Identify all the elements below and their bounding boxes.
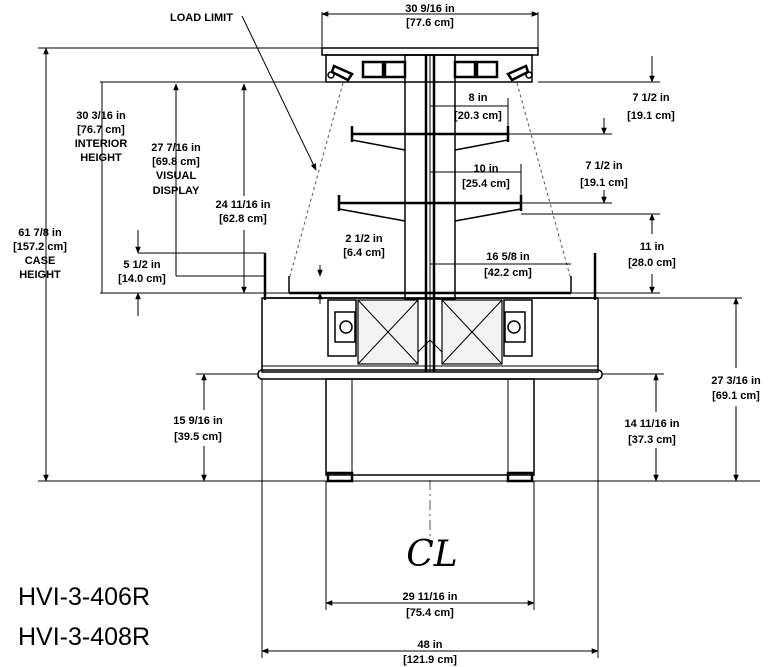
- gap-11-dim: 11 in: [640, 241, 665, 253]
- case-height-word1: CASE: [25, 255, 56, 267]
- fan-motor-right: [504, 311, 526, 343]
- canopy-bolt-right: [525, 71, 533, 79]
- height-5-dim: 5 1/2 in: [123, 259, 161, 271]
- visual-display-metric: [69.8 cm]: [152, 156, 200, 168]
- gap-11-metric: [28.0 cm]: [628, 257, 676, 269]
- visual-display-word2: DISPLAY: [153, 185, 200, 197]
- visual-limit-left: [289, 82, 344, 277]
- dimension-lines: [38, 11, 760, 658]
- canopy-lamp-left: [330, 64, 354, 82]
- canopy-light-left-2: [383, 60, 407, 79]
- interior-height-word1: INTERIOR: [75, 138, 128, 150]
- interior-height-metric: [76.7 cm]: [77, 124, 125, 136]
- canopy-top: [321, 47, 539, 56]
- visual-limit-right: [516, 82, 571, 277]
- shelf-10-metric: [25.4 cm]: [462, 178, 510, 190]
- interior-height-word2: HEIGHT: [80, 152, 122, 164]
- fan-right: [503, 299, 533, 357]
- base-14-dim: 14 11/16 in: [624, 418, 679, 430]
- middle-shelf: [337, 195, 523, 222]
- model-number-2: HVI-3-408R: [18, 623, 150, 651]
- upper-shelf: [350, 126, 510, 151]
- overall-48-metric: [121.9 cm]: [403, 654, 457, 666]
- refrigeration-section: [261, 297, 599, 373]
- base-pedestal: [325, 378, 535, 483]
- visual-display-dim: 27 7/16 in: [151, 142, 201, 154]
- display-case-body: [257, 47, 603, 540]
- canopy-light-housing: [325, 54, 533, 83]
- canopy-light-right-1: [453, 60, 477, 79]
- base-27-metric: [69.1 cm]: [712, 390, 760, 402]
- base-27-dim: 27 3/16 in: [711, 375, 761, 387]
- shelf-10-dim: 10 in: [473, 163, 498, 175]
- gap-7b-dim: 7 1/2 in: [585, 160, 623, 172]
- top-width-metric: [77.6 cm]: [406, 17, 454, 29]
- load-limit-label: LOAD LIMIT: [170, 12, 233, 24]
- base-15-dim: 15 9/16 in: [173, 415, 223, 427]
- base-29-dim: 29 11/16 in: [402, 591, 457, 603]
- base-15-metric: [39.5 cm]: [174, 431, 222, 443]
- deck-2-metric: [6.4 cm]: [343, 247, 385, 259]
- visual-display-word1: VISUAL: [156, 170, 197, 182]
- base-29-metric: [75.4 cm]: [406, 607, 454, 619]
- height-24-metric: [62.8 cm]: [219, 213, 267, 225]
- gap-7a-metric: [19.1 cm]: [627, 110, 675, 122]
- height-24-dim: 24 11/16 in: [215, 199, 270, 211]
- fan-left: [327, 299, 357, 357]
- height-5-metric: [14.0 cm]: [118, 273, 166, 285]
- deck-2-dim: 2 1/2 in: [345, 233, 383, 245]
- fan-motor-left: [334, 311, 356, 343]
- leveler-left: [326, 471, 354, 483]
- centerline-symbol: CL: [406, 534, 457, 575]
- dimension-labels: LOAD LIMIT 30 9/16 in [77.6 cm] 61 7/8 i…: [13, 3, 761, 666]
- shelf-8-dim: 8 in: [469, 92, 488, 104]
- shelf-8-metric: [20.3 cm]: [454, 110, 502, 122]
- canopy-bolt-left: [327, 71, 335, 79]
- gap-7a-dim: 7 1/2 in: [632, 92, 670, 104]
- case-height-metric: [157.2 cm]: [13, 241, 67, 253]
- canopy-light-left-1: [361, 60, 385, 79]
- canopy-lamp-right: [506, 64, 530, 82]
- case-height-word2: HEIGHT: [19, 269, 61, 281]
- top-width-dim: 30 9/16 in: [405, 3, 455, 15]
- canopy-light-right-2: [475, 60, 499, 79]
- deck-16-metric: [42.2 cm]: [484, 267, 532, 279]
- case-height-dim: 61 7/8 in: [18, 227, 62, 239]
- base-14-metric: [37.3 cm]: [628, 434, 676, 446]
- deck-16-dim: 16 5/8 in: [486, 251, 530, 263]
- overall-48-dim: 48 in: [417, 639, 442, 651]
- leveler-right: [506, 471, 534, 483]
- model-number-1: HVI-3-406R: [18, 583, 150, 611]
- interior-height-dim: 30 3/16 in: [76, 110, 126, 122]
- gap-7b-metric: [19.1 cm]: [580, 177, 628, 189]
